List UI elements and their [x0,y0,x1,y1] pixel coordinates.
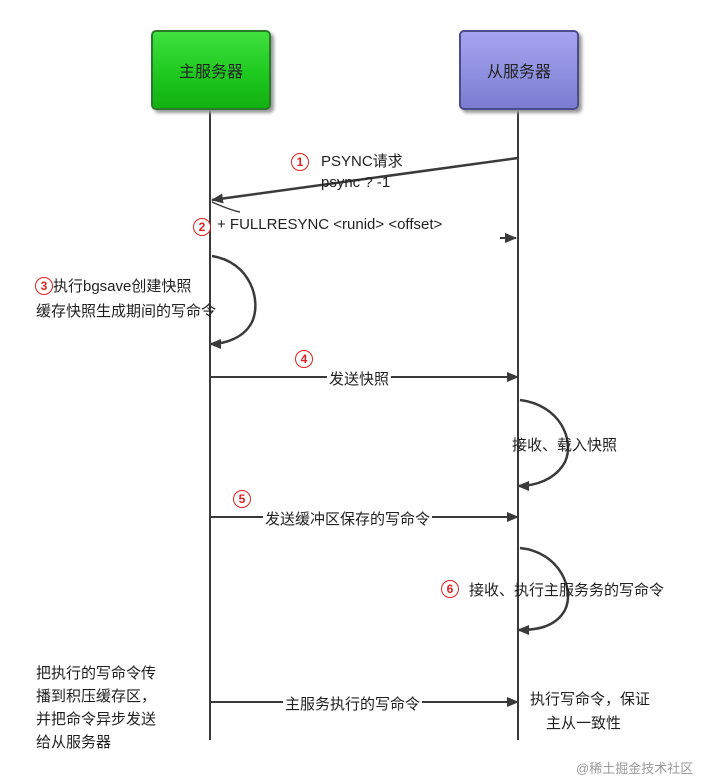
step-1-title: PSYNC请求 [321,153,403,170]
step-2-reply: + FULLRESYNC <runid> <offset> [217,216,443,233]
execute-writes-self-loop [517,546,570,635]
watermark: @稀土掘金技术社区 [576,761,694,776]
master-note-line2: 播到积压缓存区， [36,688,157,705]
step-2-badge: 2 [193,218,211,236]
step-6-label: 接收、执行主服务务的写命令 [469,582,665,599]
master-server-label: 主服务器 [178,64,243,81]
step-6-badge: 6 [441,580,459,598]
step-3-line2: 缓存快照生成期间的写命令 [36,303,217,320]
slave-note-line1: 执行写命令，保证 [530,691,651,708]
bgsave-self-loop [209,254,257,349]
fullresync-reply-arrow [211,201,241,213]
step-1-command: psync ? -1 [321,174,391,191]
master-server-box: 主服务器 [151,30,271,110]
slave-server-label: 从服务器 [486,64,551,81]
master-note-line3: 并把命令异步发送 [36,711,157,728]
master-note-line4: 给从服务器 [36,734,112,751]
slave-note-line2: 主从一致性 [546,715,622,732]
step-1-badge: 1 [291,153,309,171]
load-snapshot-self-loop [517,398,570,491]
load-snapshot-label: 接收、载入快照 [512,437,618,454]
step-5-badge: 5 [233,490,251,508]
propagate-writes-label: 主服务执行的写命令 [283,693,423,714]
psync-request-arrow [211,156,519,204]
master-note-line1: 把执行的写命令传 [36,665,157,682]
step-3-badge: 3 [35,277,53,295]
step-3-line1: 执行bgsave创建快照 [53,278,192,295]
step-5-label: 发送缓冲区保存的写命令 [263,508,433,529]
slave-server-box: 从服务器 [459,30,579,110]
step-4-label: 发送快照 [327,368,392,389]
step-4-badge: 4 [295,350,313,368]
